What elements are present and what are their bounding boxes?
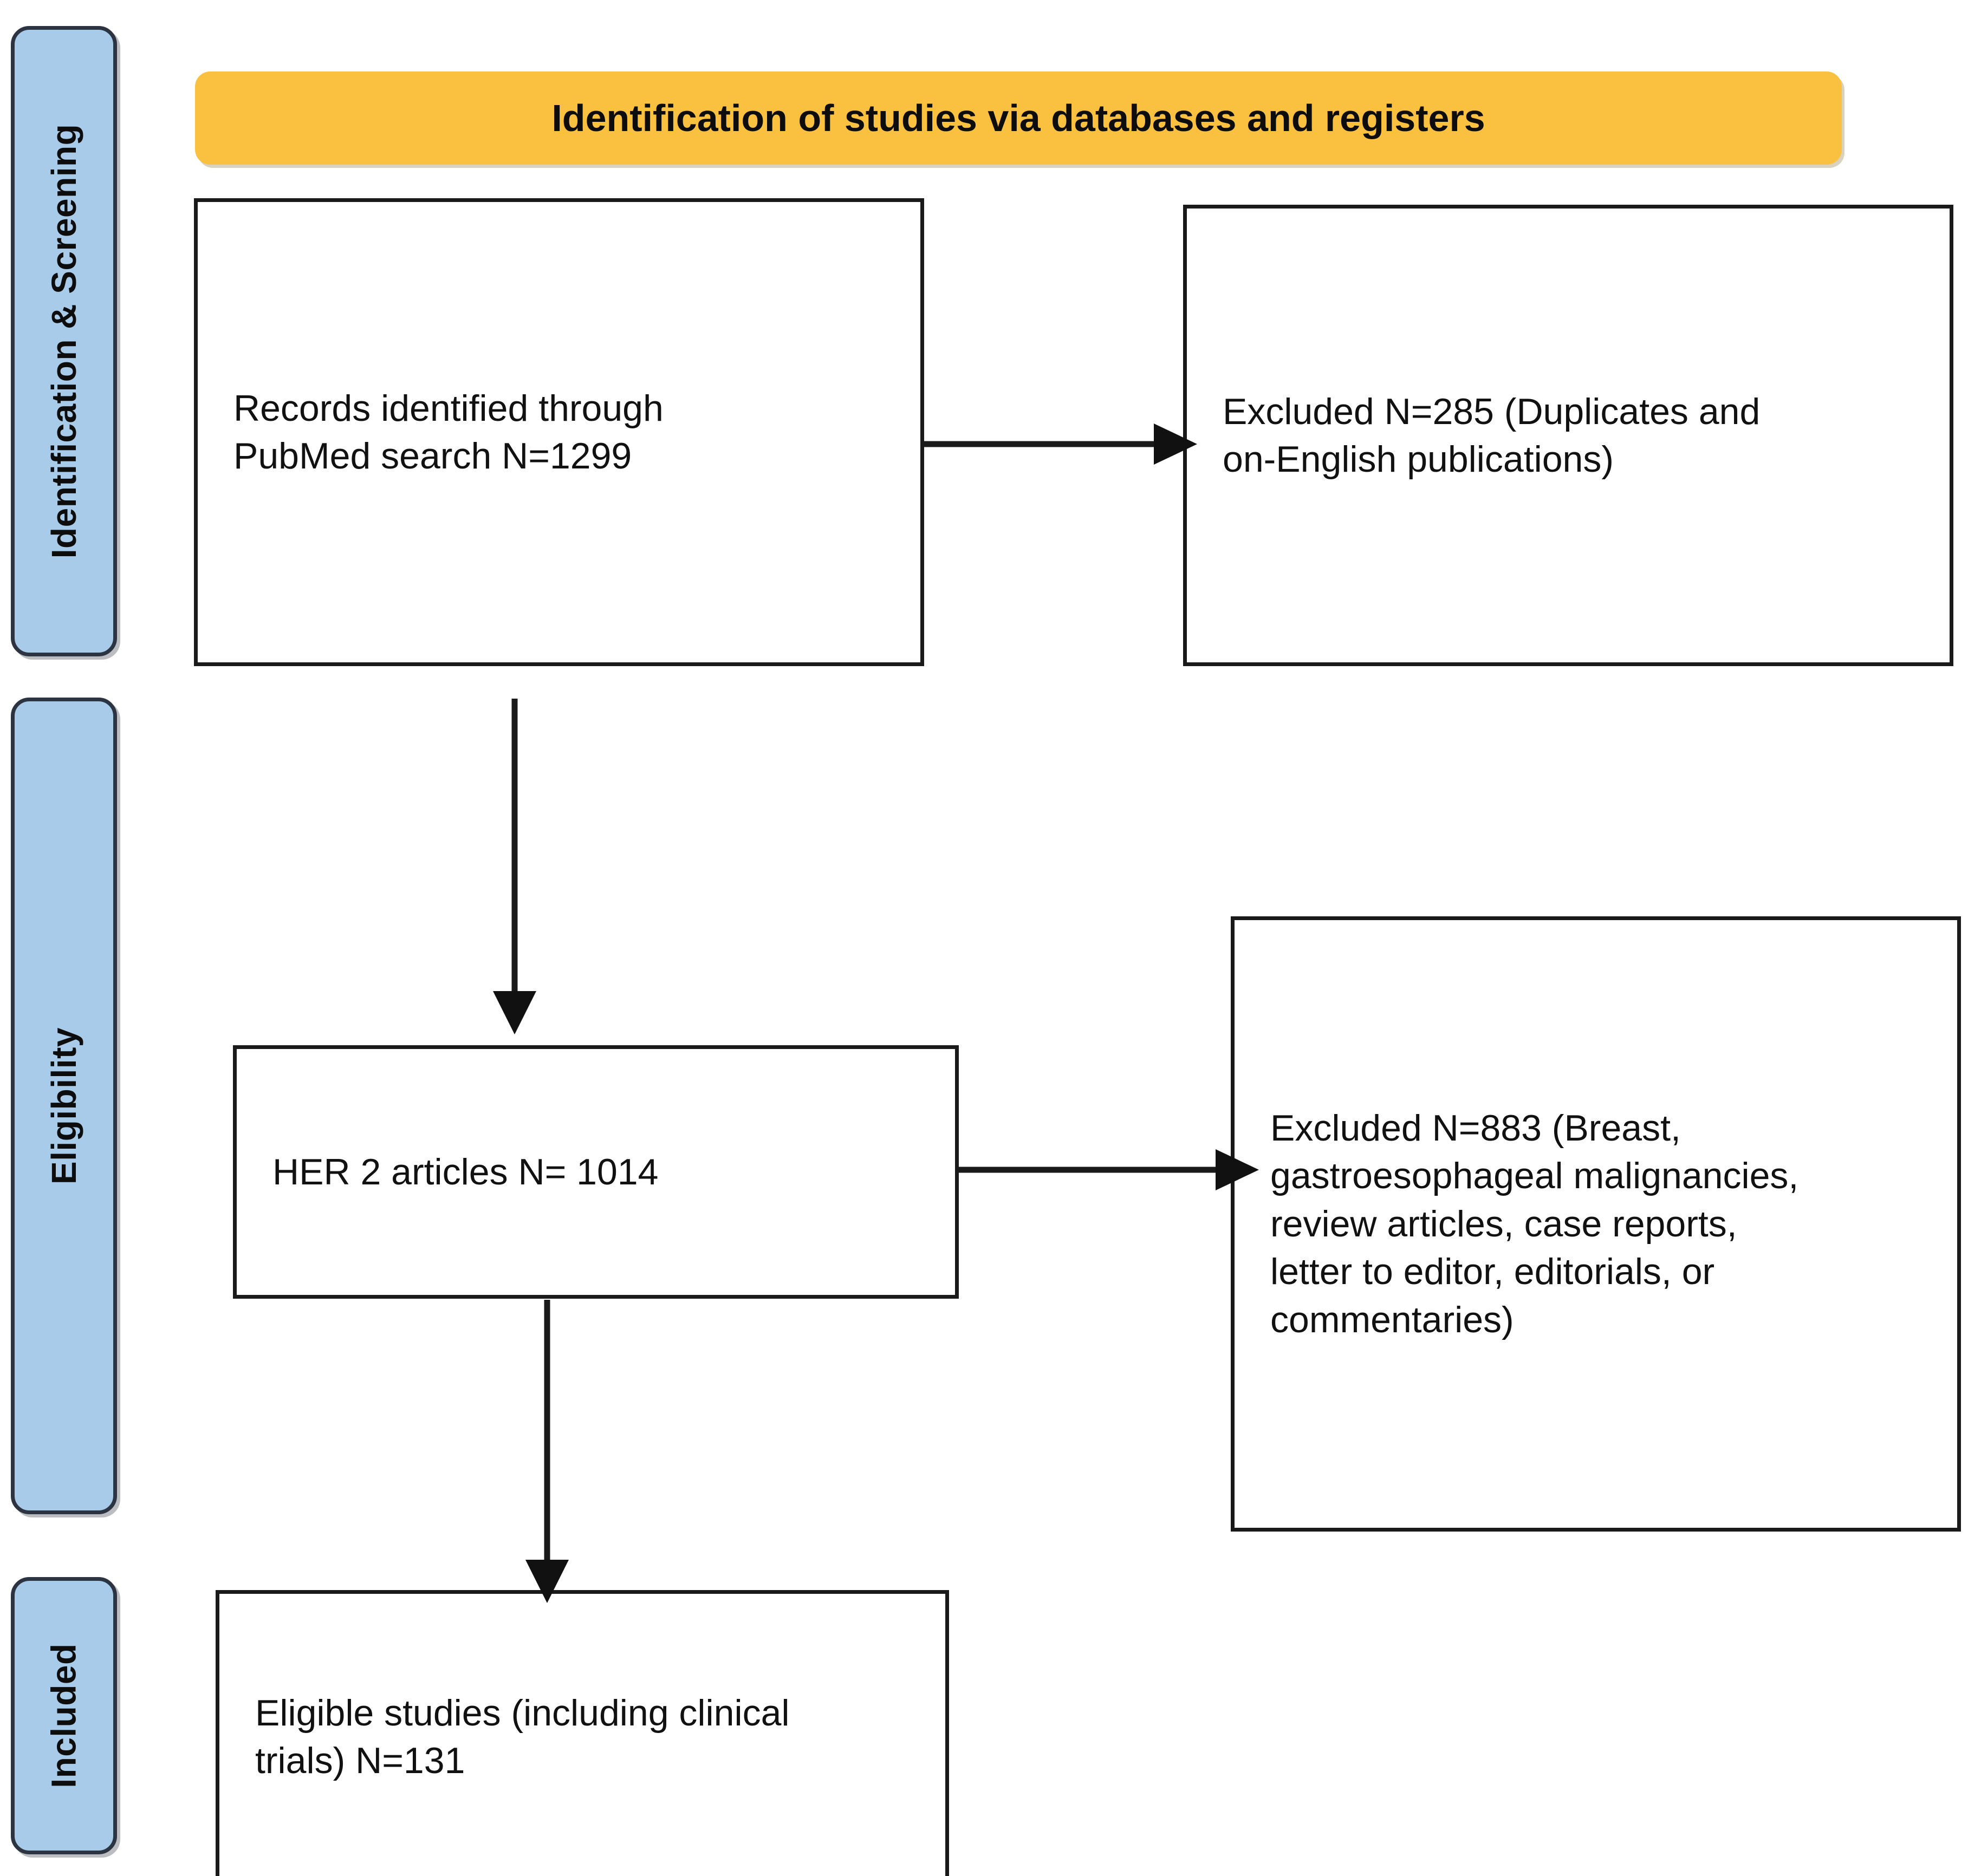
stage-label-identification-screening: Identification & Screening: [44, 123, 83, 559]
diagram-title-text: Identification of studies via databases …: [551, 97, 1485, 139]
box-records-identified-text: Records identified through PubMed search…: [233, 387, 664, 477]
arrow-down-her2-to-eligible: [515, 1300, 580, 1603]
box-excluded-duplicates-text: Excluded N=285 (Duplicates and on-Englis…: [1223, 390, 1761, 480]
stage-label-included: Included: [44, 1643, 83, 1788]
diagram-title-banner: Identification of studies via databases …: [195, 71, 1842, 165]
stage-label-eligibility: Eligibility: [44, 1027, 83, 1184]
box-her2-articles: HER 2 articles N= 1014: [233, 1045, 959, 1299]
arrow-down-records-to-her2: [482, 699, 547, 1034]
stage-bar-included: Included: [11, 1577, 117, 1854]
box-eligible-studies-text: Eligible studies (including clinical tri…: [255, 1692, 790, 1781]
box-her2-articles-text: HER 2 articles N= 1014: [272, 1151, 659, 1193]
box-excluded-criteria-text: Excluded N=883 (Breast, gastroesophageal…: [1270, 1108, 1799, 1340]
stage-bar-eligibility: Eligibility: [11, 698, 117, 1514]
box-excluded-duplicates: Excluded N=285 (Duplicates and on-Englis…: [1183, 205, 1953, 666]
box-excluded-criteria: Excluded N=883 (Breast, gastroesophageal…: [1231, 916, 1961, 1532]
box-eligible-studies: Eligible studies (including clinical tri…: [216, 1590, 949, 1876]
arrow-right-records-to-excluded-duplicates: [921, 412, 1197, 477]
stage-bar-identification-screening: Identification & Screening: [11, 26, 117, 656]
arrow-right-her2-to-excluded-criteria: [956, 1137, 1259, 1202]
box-records-identified: Records identified through PubMed search…: [194, 198, 924, 666]
